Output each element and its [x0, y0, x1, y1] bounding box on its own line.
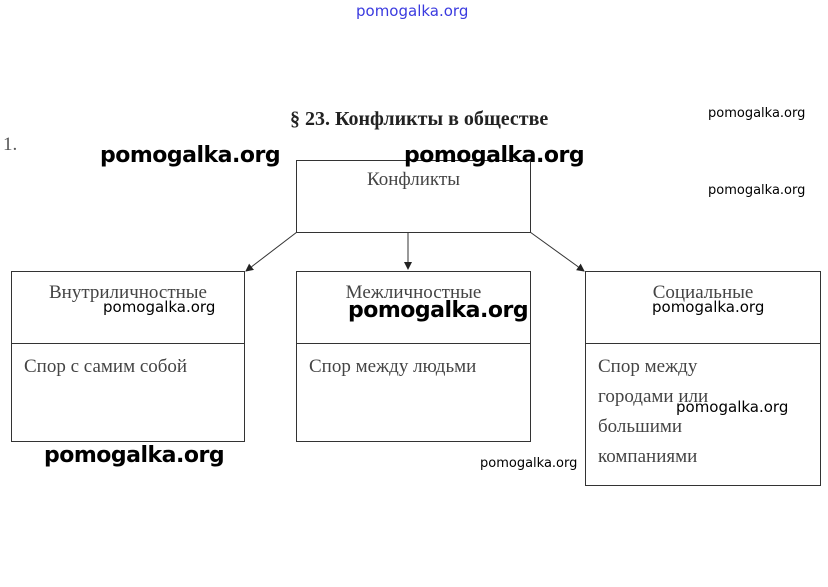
watermark: pomogalka.org [103, 298, 216, 316]
watermark: pomogalka.org [480, 456, 578, 471]
watermark: pomogalka.org [404, 143, 585, 168]
branch-title: Внутриличностные [12, 272, 244, 344]
watermark: pomogalka.org [100, 143, 281, 168]
branch-social: Социальные Спор между городами или больш… [585, 271, 821, 486]
watermark: pomogalka.org [676, 398, 789, 416]
watermark: pomogalka.org [708, 183, 806, 198]
branch-title: Социальные [586, 272, 820, 344]
item-number: 1. [3, 134, 18, 155]
arrow-right [529, 231, 585, 272]
watermark: pomogalka.org [652, 298, 765, 316]
branch-intrapersonal: Внутриличностные Спор с самим собой [11, 271, 245, 442]
branch-title: Межличностные [297, 272, 530, 344]
branch-interpersonal: Межличностные Спор между людьми [296, 271, 531, 442]
watermark: pomogalka.org [708, 106, 806, 121]
branch-desc: Спор между городами или большими компани… [598, 356, 709, 467]
branch-desc: Спор между людьми [309, 356, 477, 377]
watermark: pomogalka.org [44, 443, 225, 468]
site-header-link[interactable]: pomogalka.org [356, 2, 469, 20]
page-title: § 23. Конфликты в обществе [290, 108, 549, 130]
branch-desc: Спор с самим собой [24, 356, 188, 377]
root-node: Конфликты [296, 160, 531, 233]
watermark: pomogalka.org [348, 298, 529, 323]
arrow-left [245, 231, 298, 272]
root-label: Конфликты [367, 169, 460, 190]
